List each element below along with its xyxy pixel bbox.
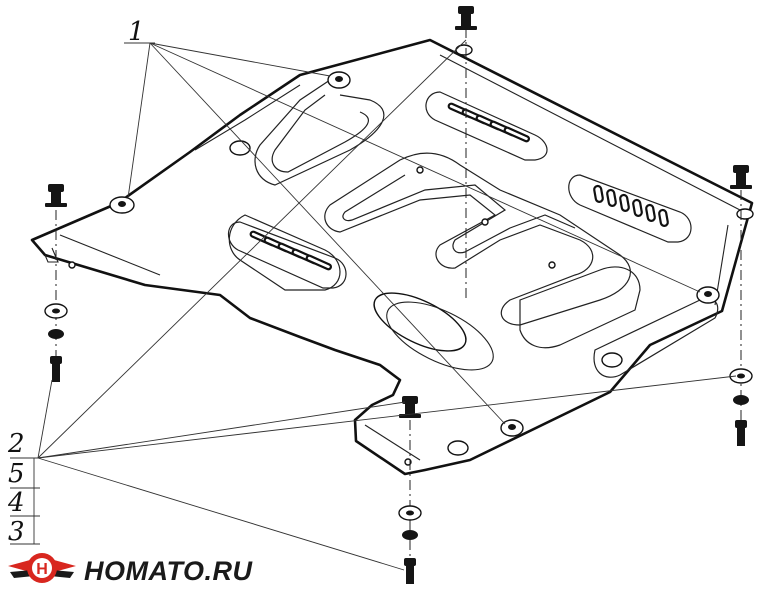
leader-lines-1 — [124, 42, 701, 425]
lower-rib-1 — [228, 214, 341, 291]
bolt-icon — [45, 184, 67, 207]
serpentine-rib-inner — [342, 174, 576, 254]
pocket-left — [227, 221, 347, 289]
left-fastener-stack — [44, 303, 68, 382]
lower-rib-2 — [519, 266, 641, 349]
leader-lines-2-5-4-3 — [10, 39, 737, 571]
callout-2: 2 — [7, 429, 25, 459]
callout-3: 3 — [8, 517, 25, 547]
small-hole-2 — [481, 218, 489, 226]
mount-hole-5 — [455, 44, 473, 56]
pocket-upper — [425, 91, 548, 161]
bottom-fastener-stack — [398, 505, 422, 584]
winged-wheel-logo: H — [8, 553, 76, 583]
slot-group-right — [593, 184, 669, 227]
mount-hole-9 — [601, 352, 623, 368]
bolt-icon — [455, 6, 477, 30]
pocket-right — [568, 174, 692, 243]
mount-hole-4 — [500, 419, 524, 437]
mount-hole-7 — [229, 140, 251, 156]
plate-bend-line-front — [59, 234, 161, 276]
stiffening-rib-1 — [254, 79, 385, 186]
plate-outline — [30, 38, 754, 476]
svg-text:H: H — [36, 561, 48, 578]
small-hole-1 — [416, 166, 424, 174]
small-hole-3 — [548, 261, 556, 269]
right-fastener-stack — [729, 368, 753, 446]
skid-plate — [30, 38, 754, 476]
serpentine-rib-outer — [324, 152, 631, 326]
callout-1: 1 — [128, 17, 145, 47]
mount-hole-8 — [447, 440, 469, 456]
left-tab-notch — [44, 247, 59, 263]
plate-bend-line-left — [194, 84, 301, 151]
slot-group-upper — [447, 102, 530, 143]
bolt-icon — [730, 165, 752, 189]
drain-opening-rim — [386, 301, 494, 371]
mount-hole-6 — [736, 208, 754, 220]
small-hole-4 — [68, 261, 76, 269]
mount-hole-3 — [696, 286, 720, 304]
callout-4: 4 — [7, 488, 25, 518]
mount-hole-2 — [109, 196, 135, 214]
assembly-axes — [55, 28, 742, 575]
plate-bend-line-top — [439, 54, 741, 211]
plate-bend-line-rear — [364, 424, 421, 461]
callout-5: 5 — [8, 459, 25, 489]
stiffening-rib-1-inner — [271, 94, 370, 173]
mount-hole-1 — [327, 71, 351, 89]
brand-name: HOMATO.RU — [84, 556, 253, 586]
